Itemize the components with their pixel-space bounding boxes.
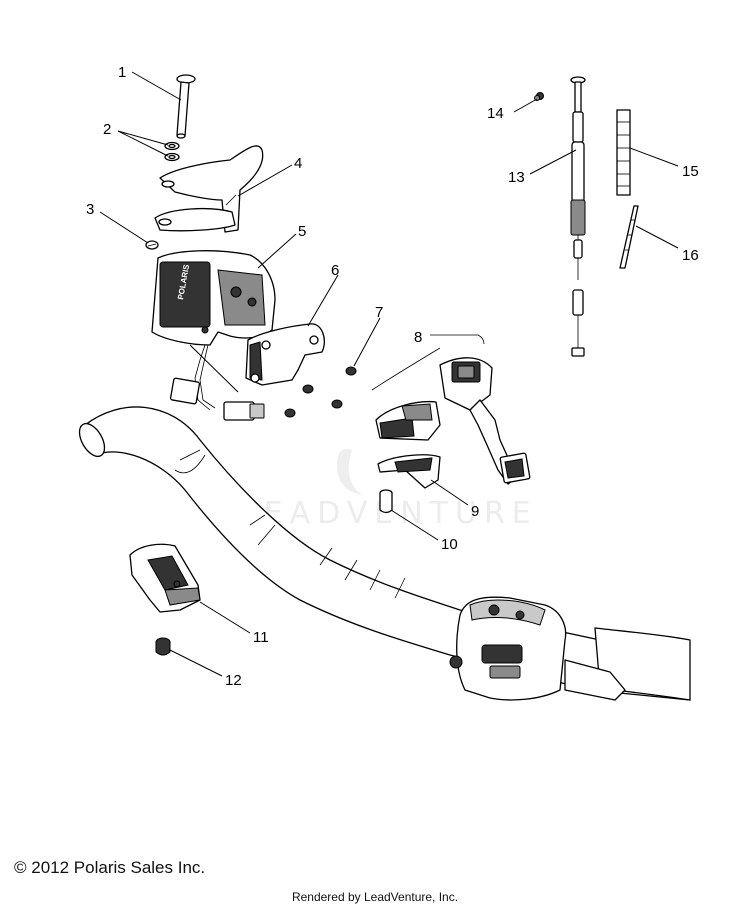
callout-7: 7 (375, 304, 383, 321)
callout-6: 6 (331, 262, 339, 279)
callout-5: 5 (298, 223, 306, 240)
callout-15: 15 (682, 163, 699, 180)
part-16-tie-strap (619, 205, 639, 269)
callout-14: 14 (487, 105, 504, 122)
part-15-sleeve (616, 109, 631, 196)
copyright-notice: © 2012 Polaris Sales Inc. (14, 858, 206, 877)
part-6-cover-plate (245, 323, 325, 386)
switch-pod-half (375, 400, 441, 441)
part-8-switch-module (371, 334, 531, 485)
callout-10: 10 (441, 536, 458, 553)
callout-labels: 1 2 3 4 5 6 7 8 9 10 11 12 13 14 15 16 (86, 64, 699, 689)
part-13-throttle-cable (570, 76, 586, 357)
callout-11: 11 (253, 629, 269, 646)
rendered-by-credit: Rendered by LeadVenture, Inc. (291, 890, 459, 904)
callout-13: 13 (508, 169, 525, 186)
part-9-clamp (377, 454, 441, 489)
callout-9: 9 (471, 503, 479, 520)
part-4-mount-bracket (154, 145, 264, 233)
part-2-washers (164, 141, 180, 162)
part-11-bracket (129, 543, 201, 613)
callout-12: 12 (225, 672, 242, 689)
callout-8: 8 (414, 329, 422, 346)
callout-16: 16 (682, 247, 699, 264)
part-12-plug (155, 637, 171, 656)
throttle-assembly (449, 596, 626, 701)
part-3-clip (145, 240, 159, 250)
part-7-screws (284, 366, 357, 418)
wiring-connector (169, 344, 265, 421)
callout-3: 3 (86, 201, 94, 218)
leader-lines (99, 71, 679, 677)
part-14-clip (534, 92, 544, 101)
callout-1: 1 (118, 64, 126, 81)
callout-4: 4 (294, 155, 302, 172)
part-10-pin (379, 489, 393, 514)
callout-2: 2 (103, 121, 111, 138)
part-5-switch-housing: POLARIS (151, 250, 276, 346)
part-1-bolt (176, 74, 196, 139)
